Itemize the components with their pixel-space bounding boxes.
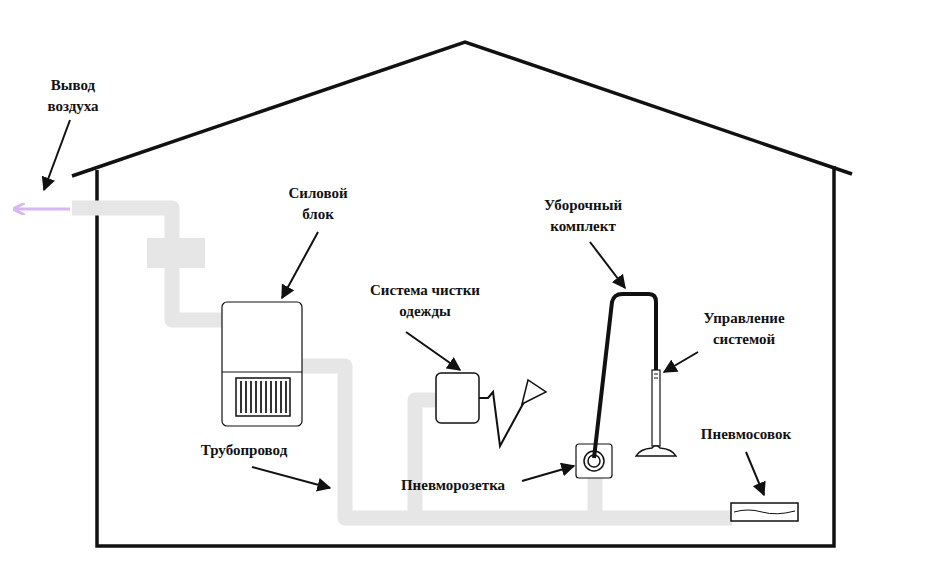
callout-label: Пневмосовок [701,424,791,445]
callout-label-box: Система чистки одежды [368,280,482,322]
pipe-muffler [147,238,205,268]
cleaning-kit [594,294,676,458]
callout-label: Силовой блок [277,183,359,225]
callout-label-box: Вывод воздуха [36,75,110,117]
leader-lines [44,120,764,495]
air-outlet-arrow [14,208,70,211]
callout-label: Система чистки одежды [368,280,482,322]
callout-label-box: Управление системой [692,308,796,350]
callout-label: Пневморозетка [401,475,505,496]
callout-label: Трубопровод [201,440,287,461]
pneumo-dustpan [731,503,798,521]
clothes-cleaning-unit [436,373,546,446]
callout-label: Вывод воздуха [36,75,110,117]
callout-label-box: Пневмосовок [701,424,791,445]
pipeline [72,208,732,518]
callout-label: Уборочный комплект [531,195,635,237]
callout-label: Управление системой [692,308,796,350]
callout-label-box: Силовой блок [277,183,359,225]
callout-label-box: Уборочный комплект [531,195,635,237]
callout-label-box: Пневморозетка [401,475,505,496]
callout-label-box: Трубопровод [201,440,287,461]
power-unit [222,302,302,426]
house-outline [72,42,852,546]
